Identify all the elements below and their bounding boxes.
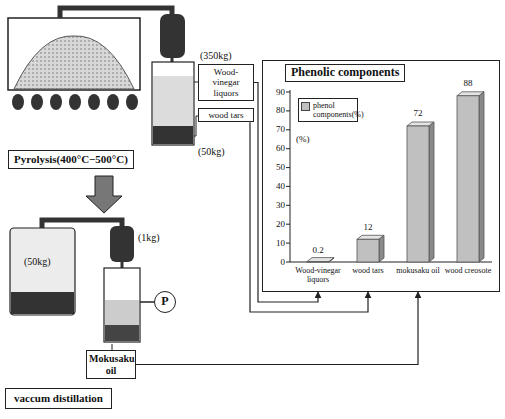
tick [286, 262, 290, 263]
tick [286, 224, 290, 225]
axis-unit: (%) [296, 134, 310, 144]
connector [136, 292, 418, 365]
oil-layer [105, 325, 139, 341]
still-vessel [10, 228, 75, 315]
charcoal-piece [12, 94, 24, 110]
box-label: Wood-vinegar liquors [201, 67, 251, 98]
tick-label: 50 [264, 162, 285, 172]
bar-value: 72 [403, 108, 433, 118]
bar [357, 235, 384, 262]
tick-label: 20 [264, 219, 285, 229]
charcoal-piece [50, 94, 62, 110]
charcoal-piece [126, 94, 138, 110]
bar-front [457, 96, 479, 262]
bar-front [407, 126, 429, 262]
connector [250, 122, 368, 312]
tar-layer [153, 126, 193, 144]
tick [286, 186, 290, 187]
pump-circle: P [154, 291, 176, 313]
bar [457, 92, 484, 262]
tick-label: 40 [264, 181, 285, 191]
tick-label: 60 [264, 143, 285, 153]
bar-side [479, 92, 484, 262]
box-label: wood tars [201, 110, 251, 120]
charcoal-piece [69, 94, 81, 110]
category-label: mokusaku oil [393, 266, 443, 275]
bar [407, 122, 434, 262]
category-label: Wood-vinegar liquors [293, 266, 343, 284]
tick [286, 110, 290, 111]
chart-panel: Phenolic components [262, 60, 500, 292]
weight-label: (50kg) [198, 146, 225, 158]
bar-front [307, 261, 329, 262]
tick-label: 70 [264, 124, 285, 134]
vapour-pipe [42, 220, 122, 228]
legend-text: phenol components(%) [313, 101, 364, 119]
process-box: Pyrolysis(400°C−500°C) [8, 150, 134, 169]
pump-line [140, 301, 154, 303]
bar-side [379, 235, 384, 262]
bar-front [357, 239, 379, 262]
process-box: vaccum distillation [5, 388, 112, 409]
bar-top [307, 258, 334, 262]
bar-value: 0.2 [303, 245, 333, 255]
vinegar-layer [153, 76, 193, 126]
wood-mound [14, 36, 134, 89]
tick-label: 0 [264, 257, 285, 267]
weight-label: (1kg) [138, 232, 160, 244]
collection-tank [152, 62, 194, 145]
product-box: wood tars [198, 108, 254, 122]
bar-value: 88 [453, 78, 483, 88]
tick [286, 205, 290, 206]
bar-side [429, 122, 434, 262]
weight-label: (50kg) [24, 256, 51, 268]
tick-label: 30 [264, 200, 285, 210]
box-label: Mokusaku oil [89, 353, 133, 376]
tar-charge [11, 292, 74, 314]
receiver-tank [104, 268, 140, 342]
weight-label: (350kg) [200, 50, 232, 62]
smoke-pipe [60, 8, 172, 18]
kiln-box [8, 18, 140, 90]
tick [286, 243, 290, 244]
charcoal-piece [107, 94, 119, 110]
tick-label: 10 [264, 238, 285, 248]
tick [286, 167, 290, 168]
process-arrow [86, 176, 122, 213]
charcoal-piece [31, 94, 43, 110]
light-layer [105, 300, 139, 325]
condenser [160, 14, 185, 58]
legend-swatch [301, 102, 310, 111]
tick [286, 92, 290, 93]
box-label: Pyrolysis(400°C−500°C) [14, 153, 128, 166]
condenser [110, 226, 134, 262]
legend-box: phenol components(%) [298, 98, 358, 122]
box-label: vaccum distillation [14, 392, 103, 405]
product-box: Mokusaku oil [86, 350, 136, 379]
category-label: wood creosote [443, 266, 493, 275]
tick [286, 148, 290, 149]
product-box: Wood-vinegar liquors [198, 64, 254, 101]
pump-label: P [161, 295, 168, 309]
category-label: wood tars [343, 266, 393, 275]
bar-side [329, 258, 334, 262]
bar-value: 12 [353, 222, 383, 232]
drip-pipe [121, 262, 124, 268]
tick [286, 129, 290, 130]
y-axis [290, 90, 291, 262]
charcoal-piece [88, 94, 100, 110]
bar [307, 258, 334, 262]
chart-title: Phenolic components [285, 64, 405, 82]
tick-marks [286, 92, 290, 262]
tick-label: 90 [264, 87, 285, 97]
tick-label: 80 [264, 105, 285, 115]
